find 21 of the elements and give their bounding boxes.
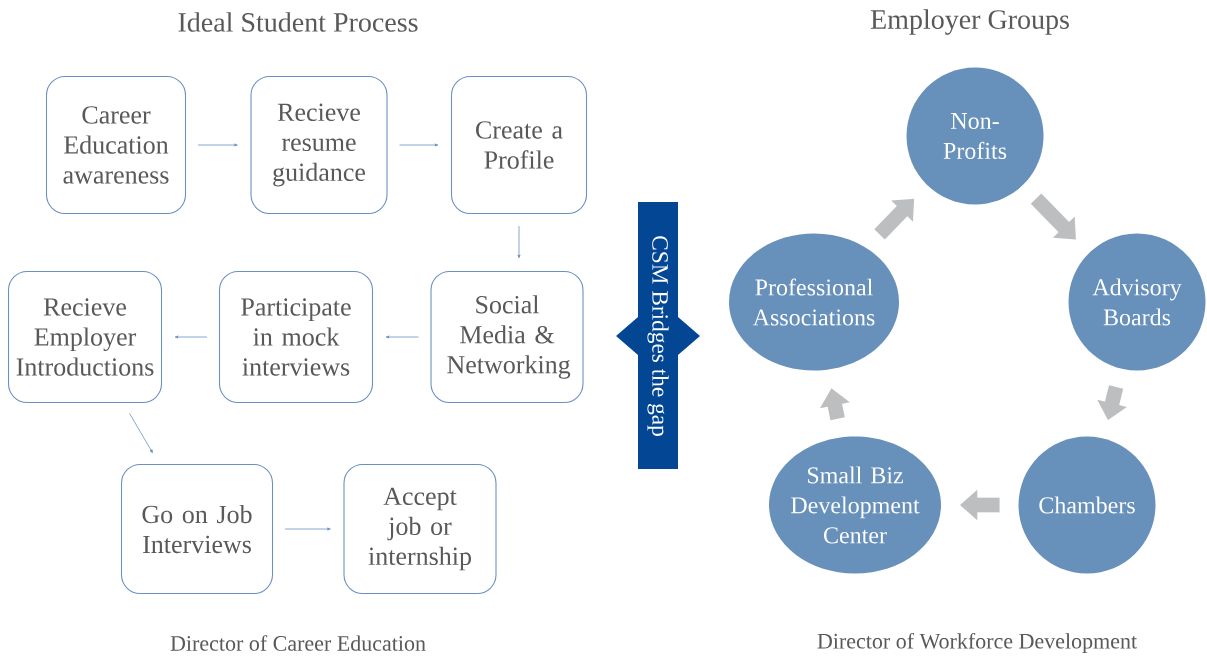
process-box: Recieve resume guidance <box>250 75 388 215</box>
process-box: Career Education awareness <box>45 75 187 215</box>
heading: Employer Groups <box>870 9 1069 35</box>
arrow <box>197 143 238 147</box>
double-arrow-banner: CSM Bridges the gap <box>616 202 700 469</box>
arrow <box>399 143 439 147</box>
arrow <box>385 335 419 339</box>
process-box: Go on Job Interviews <box>120 463 274 595</box>
arrow <box>284 527 331 531</box>
process-box: Recieve Employer Introductions <box>7 270 163 404</box>
caption: Director of Career Education <box>170 635 426 651</box>
process-box: Create a Profile <box>450 75 588 215</box>
heading: Ideal Student Process <box>178 12 418 32</box>
arrow <box>174 335 208 339</box>
block-arrow <box>1030 193 1076 240</box>
process-box: Participate in mock interviews <box>218 270 374 404</box>
process-box: Social Media & Networking <box>430 270 584 404</box>
caption: Director of Workforce Development <box>817 632 1137 654</box>
process-box: Accept job or internship <box>343 463 497 595</box>
arrow <box>129 413 153 454</box>
arrow <box>517 225 521 259</box>
